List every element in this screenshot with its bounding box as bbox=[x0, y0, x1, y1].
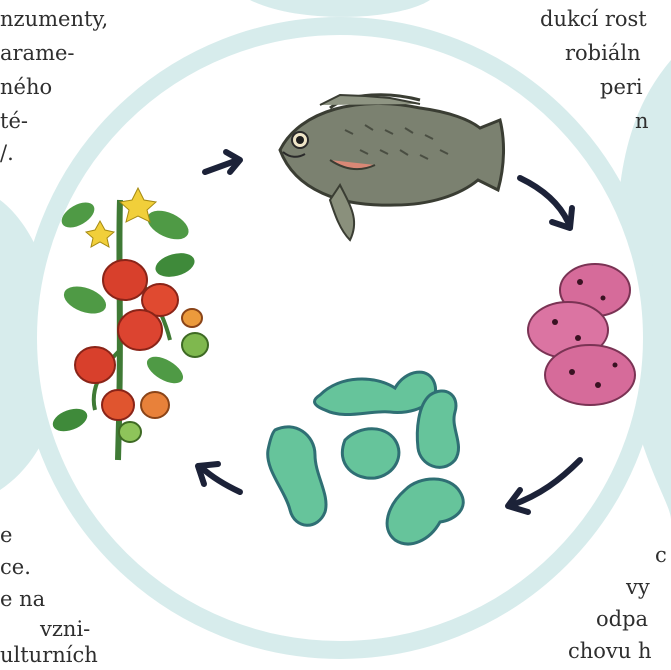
left-text-line-10: ulturních bbox=[0, 640, 98, 670]
right-text-line-6: vy bbox=[626, 572, 650, 602]
right-text-line-3: peri bbox=[600, 72, 643, 102]
left-text-line-3: ného bbox=[0, 72, 52, 102]
right-text-line-7: odpa bbox=[596, 604, 648, 634]
left-text-line-7: ce. bbox=[0, 552, 31, 582]
right-text-line-4: n bbox=[635, 106, 649, 136]
left-text-line-2: arame- bbox=[0, 38, 75, 68]
top-tint-shape bbox=[250, 0, 430, 17]
right-text-line-1: dukcí rost bbox=[540, 4, 647, 34]
left-text-line-4: té- bbox=[0, 106, 28, 136]
left-text-line-6: e bbox=[0, 520, 12, 550]
right-text-line-5: c bbox=[655, 540, 667, 570]
right-text-line-8: chovu h bbox=[568, 636, 652, 666]
left-text-line-5: /. bbox=[0, 138, 14, 168]
left-text-line-8: e na bbox=[0, 584, 45, 614]
right-text-line-2: robiáln bbox=[565, 38, 641, 68]
left-text-line-1: nzumenty, bbox=[0, 4, 108, 34]
